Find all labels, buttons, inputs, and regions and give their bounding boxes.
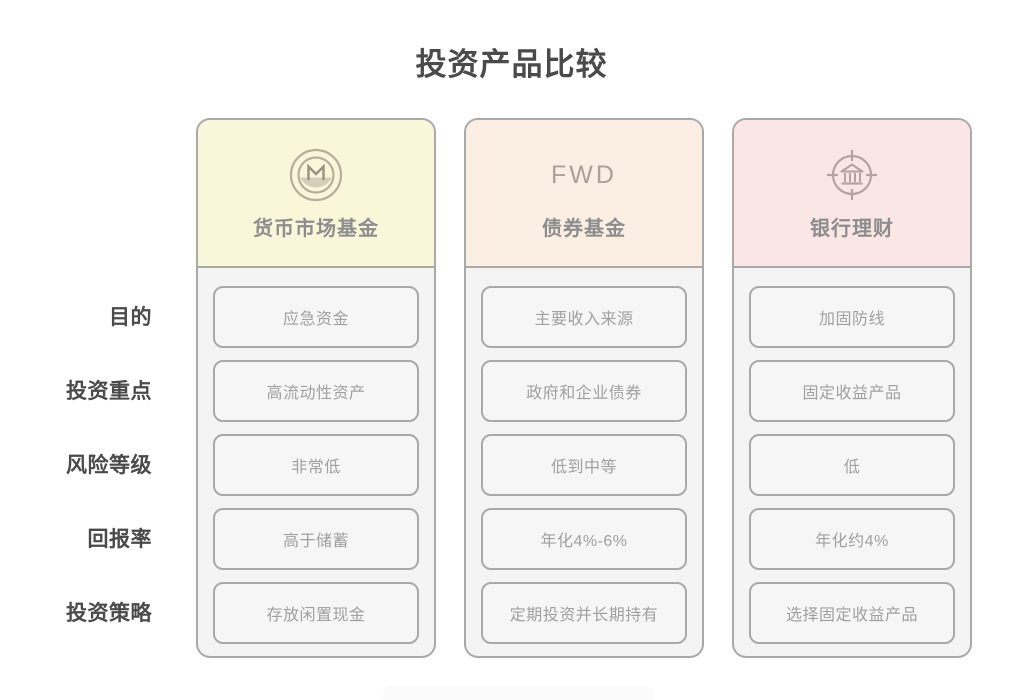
row-label-strategy: 投资策略 [66, 602, 152, 625]
page-title: 投资产品比较 [415, 47, 608, 82]
row-label-purpose: 目的 [109, 306, 152, 329]
cell-bank-wealth-focus[interactable]: 固定收益产品 [749, 360, 955, 422]
row-label-return-rate: 回报率 [87, 528, 152, 551]
column-header-bank-wealth: 银行理财 [734, 120, 970, 268]
cell-money-market-focus[interactable]: 高流动性资产 [213, 360, 419, 422]
cell-bond-fund-strategy[interactable]: 定期投资并长期持有 [481, 582, 687, 644]
comparison-columns: 货币市场基金 应急资金 高流动性资产 非常低 高于储蓄 存放闲置现金 FWD 债… [196, 118, 972, 658]
cell-money-market-strategy[interactable]: 存放闲置现金 [213, 582, 419, 644]
row-label-column: 目的 投资重点 风险等级 回报率 投资策略 [0, 285, 152, 655]
cell-bank-wealth-strategy[interactable]: 选择固定收益产品 [749, 582, 955, 644]
cell-bank-wealth-risk[interactable]: 低 [749, 434, 955, 496]
cell-bond-fund-risk[interactable]: 低到中等 [481, 434, 687, 496]
column-title-bond-fund: 债券基金 [542, 218, 626, 240]
cell-bank-wealth-return[interactable]: 年化约4% [749, 508, 955, 570]
fwd-logo-text: FWD [551, 160, 617, 189]
cell-bank-wealth-purpose[interactable]: 加固防线 [749, 286, 955, 348]
cell-money-market-return[interactable]: 高于储蓄 [213, 508, 419, 570]
cell-money-market-risk[interactable]: 非常低 [213, 434, 419, 496]
cell-money-market-purpose[interactable]: 应急资金 [213, 286, 419, 348]
row-label-risk-level: 风险等级 [66, 454, 152, 477]
column-title-bank-wealth: 银行理财 [810, 218, 894, 240]
fwd-wordmark-icon: FWD [551, 146, 617, 204]
cell-bond-fund-purpose[interactable]: 主要收入来源 [481, 286, 687, 348]
column-body-money-market: 应急资金 高流动性资产 非常低 高于储蓄 存放闲置现金 [198, 268, 434, 656]
product-column-money-market[interactable]: 货币市场基金 应急资金 高流动性资产 非常低 高于储蓄 存放闲置现金 [196, 118, 436, 658]
row-label-focus: 投资重点 [66, 380, 152, 403]
column-header-bond-fund: FWD 债券基金 [466, 120, 702, 268]
column-body-bank-wealth: 加固防线 固定收益产品 低 年化约4% 选择固定收益产品 [734, 268, 970, 656]
coin-m-icon [288, 146, 344, 204]
column-title-money-market: 货币市场基金 [253, 218, 379, 240]
offscreen-card-sliver [383, 686, 653, 700]
cell-bond-fund-focus[interactable]: 政府和企业债券 [481, 360, 687, 422]
cell-bond-fund-return[interactable]: 年化4%-6% [481, 508, 687, 570]
column-header-money-market: 货币市场基金 [198, 120, 434, 268]
bank-target-icon [824, 146, 880, 204]
product-column-bank-wealth[interactable]: 银行理财 加固防线 固定收益产品 低 年化约4% 选择固定收益产品 [732, 118, 972, 658]
column-body-bond-fund: 主要收入来源 政府和企业债券 低到中等 年化4%-6% 定期投资并长期持有 [466, 268, 702, 656]
product-column-bond-fund[interactable]: FWD 债券基金 主要收入来源 政府和企业债券 低到中等 年化4%-6% 定期投… [464, 118, 704, 658]
